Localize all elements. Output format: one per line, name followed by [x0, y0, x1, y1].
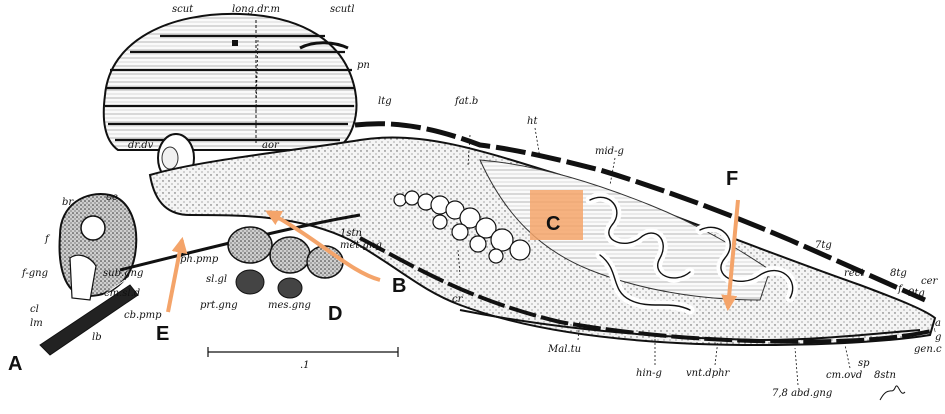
- thorax-muscle-block: [104, 14, 357, 150]
- label-f-gng: f-gng: [21, 268, 48, 279]
- label-g: g: [935, 332, 941, 343]
- label-dr-dv: dr.dv: [128, 140, 154, 151]
- marker-e: E: [156, 323, 169, 345]
- label-abd-gng: 7,8 abd.gng: [772, 388, 832, 399]
- label-lm: lm: [30, 318, 43, 329]
- label-7tg: 7tg: [815, 240, 832, 251]
- label-fat-b: fat.b: [454, 96, 478, 107]
- label-scut: scut: [172, 4, 194, 15]
- label-sl-gl: sl.gl: [206, 274, 227, 285]
- label-aor: aor: [262, 140, 280, 151]
- label-rect: rect: [844, 268, 865, 279]
- artist-signature: [880, 386, 905, 400]
- label-mes-gng: mes.gng: [268, 300, 311, 311]
- label-hin-g: hin-g: [636, 368, 662, 379]
- label-met-gng: met.gng: [340, 240, 382, 251]
- label-8tg: 8tg: [890, 268, 907, 279]
- label-cm-sl-d: cm.sl.d: [104, 288, 140, 299]
- label-cb-pmp: cb.pmp: [124, 310, 162, 321]
- label-mid-g: mid-g: [595, 146, 624, 157]
- thoracic-ganglia: [228, 227, 343, 298]
- label-ltg: ltg: [378, 96, 392, 107]
- label-scutl: scutl: [330, 4, 354, 15]
- label-f: f: [44, 234, 51, 245]
- label-br: br: [62, 197, 74, 208]
- label-oe: oe: [106, 192, 118, 203]
- head: [60, 194, 137, 300]
- label-ht: ht: [527, 116, 538, 127]
- label-pn: pn: [357, 60, 370, 71]
- label-gen-c: gen.c: [914, 344, 942, 355]
- label-8stn: 8stn: [874, 370, 896, 381]
- label-cm-ovd: cm.ovd: [826, 370, 862, 381]
- label-sp: sp: [858, 358, 870, 369]
- marker-d: D: [328, 303, 342, 325]
- label-mal-tu: Mal.tu: [547, 344, 581, 355]
- label-lb: lb: [92, 332, 102, 343]
- arrow-e: [168, 240, 182, 312]
- label-ph-pmp: ph.pmp: [180, 254, 219, 265]
- scale-bar: [208, 347, 398, 357]
- label-cr: cr: [452, 294, 464, 305]
- marker-b: B: [392, 275, 406, 297]
- scale-label: .1: [300, 360, 310, 371]
- label-9tg: 9tg: [908, 288, 925, 299]
- label-cer: cer: [921, 276, 939, 287]
- label-cl: cl: [30, 304, 39, 315]
- marker-c: C: [546, 213, 560, 235]
- label-vnt-dphr: vnt.dphr: [686, 368, 731, 379]
- label-prt-gng: prt.gng: [200, 300, 238, 311]
- label-sub-gng: sub.gng: [103, 268, 143, 279]
- label-long-dr-m: long.dr.m: [232, 4, 280, 15]
- marker-f: F: [726, 168, 738, 190]
- marker-a: A: [8, 353, 22, 375]
- label-1stn: 1stn: [340, 228, 362, 239]
- label-a: a: [935, 318, 941, 329]
